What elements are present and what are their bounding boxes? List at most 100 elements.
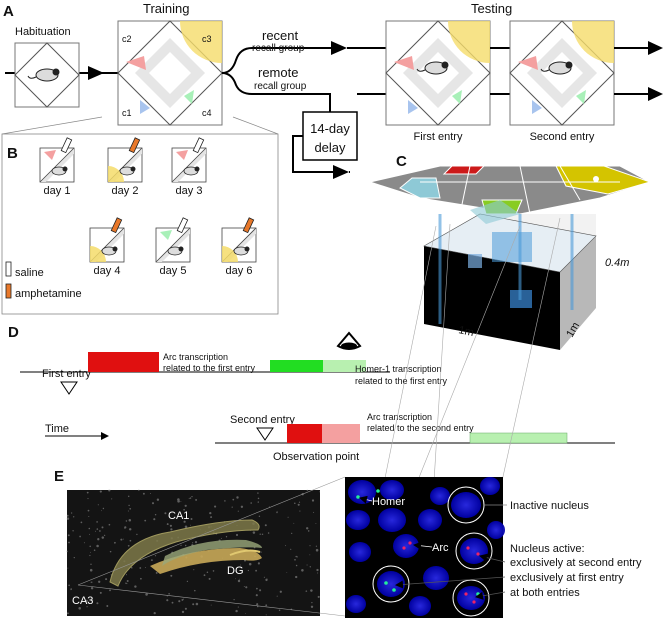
arc-second-text-2: related to the second entry bbox=[367, 423, 474, 433]
corner-c4: c4 bbox=[202, 108, 212, 118]
delay-box: 14-day delay bbox=[302, 111, 358, 161]
delay-label-1: 14-day bbox=[310, 121, 350, 136]
legend-saline: saline bbox=[5, 261, 44, 279]
rat-icon bbox=[119, 166, 136, 176]
arena-floor-map bbox=[368, 165, 652, 215]
day-arena-1: day 1 bbox=[39, 137, 75, 197]
homer-text-2: related to the first entry bbox=[355, 376, 448, 386]
corner-c2: c2 bbox=[122, 34, 132, 44]
panel-label-a: A bbox=[3, 3, 14, 20]
syringe-saline-icon bbox=[5, 261, 12, 277]
rat-icon bbox=[167, 246, 184, 256]
ca3-label: CA3 bbox=[72, 595, 93, 607]
arc-second-bar bbox=[287, 424, 322, 443]
arc-first-text-2: related to the first entry bbox=[163, 363, 256, 373]
rat-icon bbox=[51, 166, 68, 176]
habituation-label: Habituation bbox=[15, 26, 71, 38]
first-entry-arena bbox=[385, 20, 491, 126]
homer-label: Homer bbox=[372, 496, 405, 508]
homer-bar bbox=[270, 360, 323, 372]
first-entry-label: First entry bbox=[414, 131, 463, 143]
day-label: day 5 bbox=[160, 265, 187, 277]
remote-branch-line bbox=[221, 72, 331, 112]
arc-first-bar bbox=[88, 352, 159, 372]
day-arena-2: day 2 bbox=[107, 137, 143, 197]
arc-second-tail-bar bbox=[322, 424, 360, 443]
syringe-amphetamine-icon bbox=[110, 217, 123, 234]
syringe-amphetamine-icon bbox=[128, 137, 141, 154]
recent-label: recent bbox=[262, 28, 299, 43]
remote-sub-label: recall group bbox=[254, 81, 307, 92]
training-label: Training bbox=[143, 1, 189, 16]
training-arena: c2 c3 c1 c4 bbox=[117, 20, 223, 126]
height-label: 0.4m bbox=[605, 257, 629, 269]
recent-sub-label: recall group bbox=[252, 43, 305, 54]
rat-icon bbox=[27, 68, 60, 82]
arc-second-text-1: Arc transcription bbox=[367, 412, 432, 422]
reward-zone-c2 bbox=[126, 56, 146, 70]
day-arena-5: day 5 bbox=[155, 217, 191, 277]
arena-3d-box bbox=[423, 200, 597, 350]
syringe-saline-icon bbox=[60, 137, 73, 154]
active-header-label: Nucleus active: bbox=[510, 543, 585, 555]
day-label: day 6 bbox=[226, 265, 253, 277]
syringe-amphetamine-icon bbox=[242, 217, 255, 234]
ca1-label: CA1 bbox=[168, 510, 189, 522]
day-arenas: day 1 day 2 day 3 day 4 day 5 day 6 bbox=[39, 137, 257, 277]
reward-zone-c4 bbox=[184, 90, 194, 104]
hippocampus-image bbox=[66, 489, 321, 616]
second-entry-marker bbox=[256, 427, 274, 441]
recent-branch-line bbox=[221, 47, 342, 74]
panel-label-b: B bbox=[7, 145, 18, 162]
corner-c3: c3 bbox=[202, 34, 212, 44]
dg-label: DG bbox=[227, 565, 244, 577]
panel-label-d: D bbox=[8, 324, 19, 341]
active-both-label: at both entries bbox=[510, 587, 580, 599]
second-entry-arena bbox=[509, 20, 615, 126]
remote-label: remote bbox=[258, 65, 298, 80]
delay-label-2: delay bbox=[314, 140, 346, 155]
panel-label-c: C bbox=[396, 153, 407, 170]
panel-label-e: E bbox=[54, 468, 64, 485]
observation-eye-icon bbox=[336, 331, 362, 350]
rat-icon bbox=[101, 246, 118, 256]
day-label: day 1 bbox=[44, 185, 71, 197]
testing-label: Testing bbox=[471, 1, 512, 16]
day-label: day 2 bbox=[112, 185, 139, 197]
active-first-label: exclusively at first entry bbox=[510, 572, 624, 584]
legend-amphetamine: amphetamine bbox=[5, 283, 82, 300]
syringe-saline-icon bbox=[176, 217, 189, 234]
corner-c1: c1 bbox=[122, 108, 132, 118]
rat-icon bbox=[183, 166, 200, 176]
first-entry-marker bbox=[60, 381, 78, 395]
legend-amphetamine-label: amphetamine bbox=[15, 288, 82, 300]
day-arena-3: day 3 bbox=[171, 137, 207, 197]
day-label: day 3 bbox=[176, 185, 203, 197]
observation-label: Observation point bbox=[273, 451, 359, 463]
width-label-1: 1m bbox=[457, 324, 474, 339]
rat-icon bbox=[416, 61, 449, 75]
d-second-entry-label: Second entry bbox=[230, 414, 295, 426]
time-label: Time bbox=[45, 423, 69, 435]
both-entries-circle bbox=[452, 579, 490, 617]
nuclei-microscopy-image bbox=[345, 477, 505, 618]
reward-zone-c1 bbox=[140, 100, 150, 114]
homer-text-1: Homer-1 transcription bbox=[355, 364, 442, 374]
reward-zone-c3 bbox=[180, 21, 222, 63]
second-entry-circle bbox=[455, 532, 493, 570]
rat-icon bbox=[540, 61, 573, 75]
homer-late-bar bbox=[469, 432, 568, 444]
syringe-amphetamine-icon bbox=[5, 283, 12, 299]
legend-saline-label: saline bbox=[15, 267, 44, 279]
habituation-arena bbox=[14, 42, 80, 108]
inactive-nucleus-label: Inactive nucleus bbox=[510, 500, 589, 512]
arc-first-text-1: Arc transcription bbox=[163, 352, 228, 362]
day-arena-4: day 4 bbox=[89, 217, 125, 277]
active-second-label: exclusively at second entry bbox=[510, 557, 642, 569]
arc-label: Arc bbox=[432, 542, 449, 554]
timeline-arrowhead bbox=[88, 66, 104, 80]
day-label: day 4 bbox=[94, 265, 121, 277]
second-entry-label: Second entry bbox=[530, 131, 595, 143]
foci bbox=[356, 489, 480, 604]
